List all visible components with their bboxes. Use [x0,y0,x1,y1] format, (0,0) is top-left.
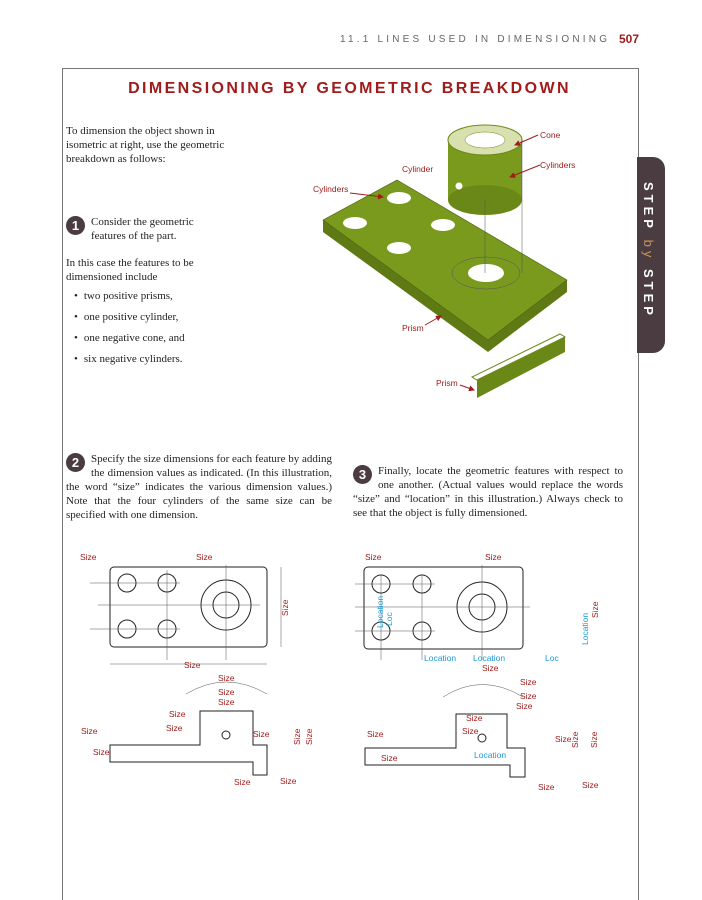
step-text: Finally, locate the geometric features w… [353,465,623,519]
step-text: Consider the geometric features of the p… [91,216,194,242]
dimension-label: Size [466,713,483,723]
dimension-label: Size [304,728,314,745]
dimension-label: Size [234,777,251,787]
features-intro: In this case the features to be dimensio… [66,257,194,283]
step-text: Specify the size dimensions for each fea… [66,453,332,521]
list-item: one negative cone, and [66,332,185,353]
step-1: 1 Consider the geometric features of the… [66,215,216,243]
dimension-label: Size [292,728,302,745]
running-head: 11.1 LINES USED IN DIMENSIONING [340,34,611,45]
dimension-label: Size [218,697,235,707]
page-title: DIMENSIONING BY GEOMETRIC BREAKDOWN [128,80,571,97]
label-cone: Cone [540,130,561,140]
dimension-label: Location [473,653,505,663]
dimension-label: Size [589,731,599,748]
dimension-label: Size [538,782,555,792]
content-frame [62,68,639,900]
list-item: six negative cylinders. [66,353,185,374]
step-number-badge: 1 [66,216,85,235]
intro-text: To dimension the object shown in isometr… [66,125,225,165]
dimension-label: Size [93,747,110,757]
features-list: two positive prisms, one positive cylind… [66,290,185,374]
dimension-label: Size [218,687,235,697]
step-number-badge: 3 [353,465,372,484]
dimension-label: Size [166,723,183,733]
dimension-label: Size [462,726,479,736]
dimension-label: by [641,239,656,262]
dimension-label: Size [184,660,201,670]
dimension-label: Size [280,776,297,786]
dimension-label: Size [169,709,186,719]
dimension-label: Size [280,599,290,616]
dimension-label: Size [196,552,213,562]
list-item: two positive prisms, [66,290,185,311]
dimension-label: Location [580,613,590,645]
dimension-label: Size [365,552,382,562]
dimension-label: Size [485,552,502,562]
dimension-label: Size [482,663,499,673]
dimension-label: Size [520,691,537,701]
dimension-label: Location [424,653,456,663]
dimension-label: Size [381,753,398,763]
label-cylinders-right: Cylinders [540,160,575,170]
step-3: 3 Finally, locate the geometric features… [353,464,623,520]
step-2: 2 Specify the size dimensions for each f… [66,452,332,522]
dimension-label: Size [253,729,270,739]
label-prism-plate: Prism [402,323,424,333]
dimension-label: Size [81,726,98,736]
page-number: 507 [619,32,640,46]
isometric-drawing: Cone Cylinders Cylinder Cylinders Prism … [313,124,575,398]
label-prism-key: Prism [436,378,458,388]
dimension-label: Size [570,731,580,748]
dimension-label: STEP [641,268,656,319]
dimension-label: Size [367,729,384,739]
dimension-label: Location [375,596,385,628]
dimension-label: Size [582,780,599,790]
step-number-badge: 2 [66,453,85,472]
dimension-label: Loc [545,653,559,663]
dimension-label: STEP [641,182,656,232]
dimension-label: Size [516,701,533,711]
label-cylinders-left: Cylinders [313,184,348,194]
dimension-label: Loc [384,612,394,626]
dimension-label: Size [520,677,537,687]
list-item: one positive cylinder, [66,311,185,332]
dimension-label: Size [590,601,600,618]
dimension-label: Location [474,750,506,760]
label-cylinder: Cylinder [402,164,433,174]
dimension-label: Size [80,552,97,562]
step-by-step-tab: STEP by STEP [637,157,665,353]
dimension-label: Size [555,734,572,744]
dimension-label: Size [218,673,235,683]
